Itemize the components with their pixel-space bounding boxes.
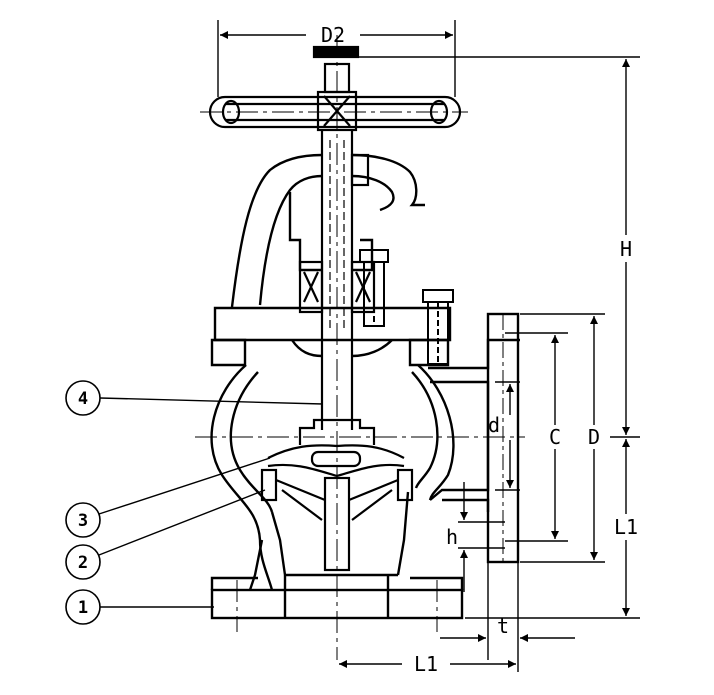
dim-t	[440, 562, 575, 672]
dim-label-L1-vertical: L1	[614, 515, 638, 539]
dim-label-H: H	[620, 237, 632, 261]
dim-label-t: t	[497, 614, 509, 638]
bonnet-bolts	[359, 249, 454, 365]
dim-label-h: h	[446, 525, 458, 549]
part-tag-4: 4	[65, 380, 324, 416]
dim-d	[495, 381, 520, 491]
dim-label-L1-horizontal: L1	[414, 652, 438, 676]
dim-label-D: D	[588, 425, 600, 449]
part-tag-label-1: 1	[78, 598, 88, 618]
part-tag-2: 2	[65, 489, 266, 580]
disc-seat	[260, 418, 414, 572]
dim-label-d: d	[488, 413, 500, 437]
centerlines	[195, 35, 525, 660]
dim-D2	[217, 20, 456, 97]
dim-h	[458, 482, 505, 592]
dim-H	[355, 56, 640, 438]
dim-D	[520, 313, 605, 563]
dim-label-D2: D2	[321, 23, 345, 47]
part-tag-label-2: 2	[78, 553, 88, 573]
part-tag-label-4: 4	[78, 389, 88, 409]
bonnet-yoke	[210, 153, 452, 367]
part-tag-1: 1	[65, 589, 214, 625]
part-tag-3: 3	[65, 457, 271, 538]
dim-L1-vertical	[465, 439, 640, 619]
part-tag-label-3: 3	[78, 511, 88, 531]
handwheel	[208, 45, 462, 132]
valve-body	[210, 312, 520, 620]
dim-C	[505, 332, 568, 542]
dim-label-C: C	[549, 425, 561, 449]
